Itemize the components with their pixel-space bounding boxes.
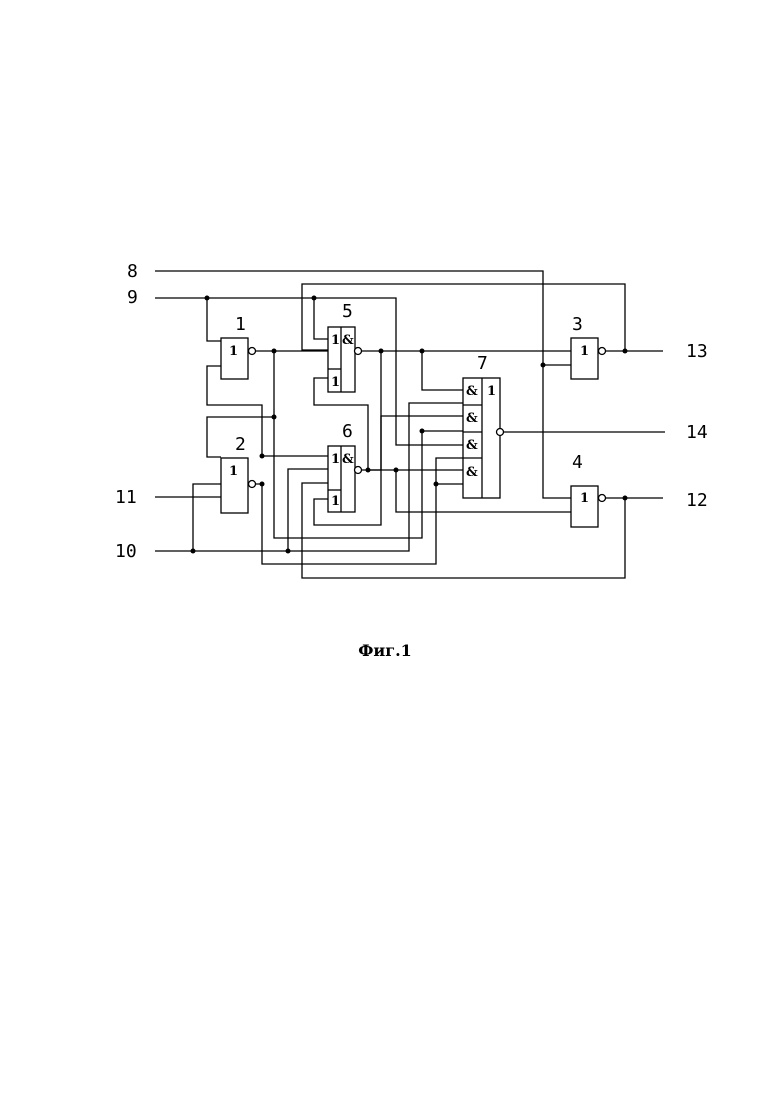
junction-dot: [623, 496, 628, 501]
gate-6: 1 & 1 6: [328, 421, 362, 512]
inverter-bubble: [599, 495, 606, 502]
gate-6-number: 6: [342, 421, 353, 442]
junction-dot: [420, 429, 425, 434]
junction-dot: [541, 363, 546, 368]
wire-input-8: [155, 271, 571, 498]
terminal-8-label: 8: [127, 261, 138, 282]
gate-1: 1 1: [221, 314, 256, 379]
wire-11-up: [193, 484, 221, 497]
inverter-bubble: [249, 348, 256, 355]
gate-3-number: 3: [572, 314, 583, 335]
gate-4: 1 4: [571, 452, 606, 527]
terminal-10-label: 10: [115, 541, 137, 562]
wire-gate2-out: [256, 458, 463, 564]
inverter-bubble: [249, 481, 256, 488]
gate-5: 1 & 1 5: [328, 301, 362, 392]
gate-2-symbol: 1: [229, 464, 238, 479]
junction-dot: [434, 482, 439, 487]
terminal-14-label: 14: [686, 422, 708, 443]
gate-6-or2-symbol: 1: [331, 494, 340, 509]
junction-dot: [260, 482, 265, 487]
gate-7-or-symbol: 1: [487, 384, 496, 399]
wire-5-out-to-7: [422, 351, 463, 390]
wire-5-top-in: [314, 298, 328, 339]
gate-5-number: 5: [342, 301, 353, 322]
gate-6-and-symbol: &: [342, 452, 354, 467]
junction-dot: [394, 468, 399, 473]
gate-2: 1 2: [221, 434, 256, 513]
junction-dot: [379, 349, 384, 354]
gate-7: & & & & 1 7: [463, 353, 504, 498]
wire-9-to-gate1: [207, 298, 221, 341]
terminal-9-label: 9: [127, 287, 138, 308]
gate-3-symbol: 1: [580, 344, 589, 359]
gate-7-number: 7: [477, 353, 488, 374]
junction-dot: [191, 549, 196, 554]
gate-7-and-symbol: &: [466, 411, 478, 426]
gate-3: 1 3: [571, 314, 606, 379]
gate-4-symbol: 1: [580, 491, 589, 506]
junction-dot: [286, 549, 291, 554]
gate-4-number: 4: [572, 452, 583, 473]
junction-dot: [205, 296, 210, 301]
wire-6-in-a: [288, 469, 328, 551]
inverter-bubble: [355, 467, 362, 474]
wire-6-out-to-7: [368, 416, 463, 470]
junction-dot: [420, 349, 425, 354]
junction-dot: [366, 468, 371, 473]
gate-5-or-symbol: 1: [331, 333, 340, 348]
wire-input-10: [155, 403, 463, 551]
gate-1-number: 1: [235, 314, 246, 335]
gate-5-or2-symbol: 1: [331, 375, 340, 390]
inverter-bubble: [355, 348, 362, 355]
junction-dot: [272, 415, 277, 420]
junction-dot: [260, 454, 265, 459]
junction-dot: [312, 296, 317, 301]
inverter-bubble: [599, 348, 606, 355]
wire-input-9: [155, 298, 463, 445]
gate-7-and-symbol: &: [466, 438, 478, 453]
gate-2-number: 2: [235, 434, 246, 455]
gate-7-and-symbol: &: [466, 384, 478, 399]
figure-caption: Фиг.1: [358, 641, 412, 660]
gate-1-symbol: 1: [229, 344, 238, 359]
terminal-12-label: 12: [686, 490, 708, 511]
gate-7-and-symbol: &: [466, 465, 478, 480]
terminal-13-label: 13: [686, 341, 708, 362]
junction-dot: [623, 349, 628, 354]
wires: [155, 271, 665, 578]
inverter-bubble: [497, 429, 504, 436]
gate-5-and-symbol: &: [342, 333, 354, 348]
gate-6-or-symbol: 1: [331, 452, 340, 467]
junction-dot: [272, 349, 277, 354]
terminal-labels: 8 9 11 10 13 14 12: [115, 261, 708, 562]
terminal-11-label: 11: [115, 487, 137, 508]
